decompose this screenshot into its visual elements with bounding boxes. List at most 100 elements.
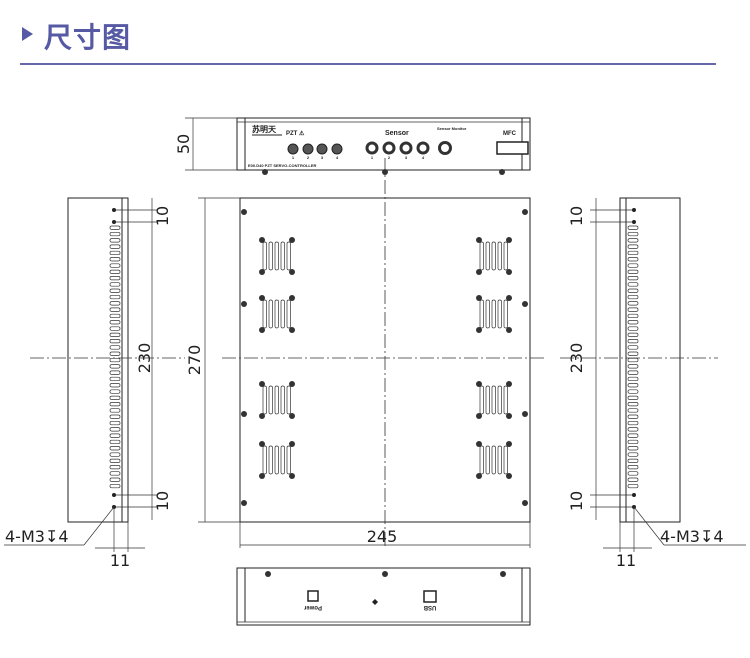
vent-slot <box>503 241 508 271</box>
vent-slot <box>627 483 639 489</box>
vent-slot <box>286 445 291 475</box>
vent-slot <box>268 241 273 271</box>
screw-icon <box>500 571 506 577</box>
vent-slot <box>485 299 490 329</box>
screw-icon <box>241 209 247 215</box>
vent-slot <box>627 301 639 306</box>
screw-icon <box>476 269 482 275</box>
vent-group <box>476 295 512 333</box>
power-socket-icon <box>307 590 319 602</box>
vent-slot <box>109 477 121 482</box>
vent-slot <box>627 420 639 426</box>
screw-icon <box>506 473 512 479</box>
vent-slot <box>627 376 639 382</box>
vent-slot <box>491 385 496 415</box>
vent-slot <box>491 299 496 329</box>
left-side-view: 10 230 10 4-M3↧4 11 <box>4 197 185 570</box>
vent-slot <box>627 282 639 287</box>
vent-slot <box>627 458 639 463</box>
screw-icon <box>522 301 528 307</box>
screw-icon <box>289 381 295 387</box>
vent-slot <box>109 465 121 470</box>
screw-icon <box>476 295 482 301</box>
pzt-connector <box>331 143 343 155</box>
dim-top-offset: 10 <box>153 206 172 226</box>
vent-slot <box>109 414 121 419</box>
vent-slot <box>109 269 121 274</box>
screw-icon <box>506 413 512 419</box>
vent-slot <box>497 241 502 271</box>
vent-slot <box>479 385 484 415</box>
vent-slot <box>627 263 639 268</box>
vent-group <box>476 441 512 479</box>
screw-icon <box>259 441 265 447</box>
screw-icon <box>506 237 512 243</box>
vent-slot <box>109 364 121 369</box>
vent-slot <box>268 385 273 415</box>
vent-slot <box>109 452 121 457</box>
port-number: 1 <box>371 155 374 160</box>
indicator-icon <box>372 599 378 605</box>
vent-slot <box>627 402 639 407</box>
screw-icon <box>506 295 512 301</box>
vent-slot <box>627 452 639 457</box>
dim-bottom-offset: 10 <box>567 491 586 511</box>
vent-slot <box>503 385 508 415</box>
vent-slot <box>268 299 273 329</box>
dim-top-offset: 10 <box>567 206 586 226</box>
vent-slot <box>627 313 639 319</box>
screw-icon <box>289 441 295 447</box>
vent-group <box>476 237 512 275</box>
vent-slot <box>109 483 121 489</box>
vent-slot <box>503 299 508 329</box>
vent-slot <box>286 241 291 271</box>
vent-slot <box>627 439 639 445</box>
vent-slot <box>627 257 639 262</box>
vent-slot <box>627 276 639 281</box>
vent-slot <box>109 389 121 394</box>
vent-slot <box>274 445 279 475</box>
vent-slot <box>627 357 639 363</box>
vent-slot <box>109 307 121 312</box>
vent-slot <box>479 445 484 475</box>
vent-slot <box>503 445 508 475</box>
vent-slot <box>109 294 121 300</box>
screw-icon <box>259 473 265 479</box>
vent-slot <box>627 446 639 451</box>
screw-icon <box>259 327 265 333</box>
vent-slot <box>627 326 639 331</box>
vent-slot <box>627 383 639 388</box>
vent-slot <box>109 282 121 287</box>
pzt-connector <box>287 143 299 155</box>
vent-slot <box>627 465 639 470</box>
vent-slot <box>627 339 639 344</box>
vent-slot <box>627 395 639 400</box>
vent-slot <box>109 351 121 356</box>
screw-icon <box>259 295 265 301</box>
vent-slot <box>627 408 639 413</box>
mfc-connector <box>496 141 529 155</box>
screw-icon <box>289 327 295 333</box>
vent-slot <box>627 320 639 325</box>
thread-note: 4-M3↧4 <box>5 527 69 546</box>
vent-slot <box>109 244 121 249</box>
vent-slot <box>497 445 502 475</box>
vent-slot <box>109 276 121 281</box>
vent-slot <box>274 299 279 329</box>
vent-slot <box>109 345 121 350</box>
vent-slot <box>109 433 121 438</box>
top-plate-view: 270 245 <box>185 158 545 548</box>
vent-slot <box>280 385 285 415</box>
vent-slot <box>627 231 639 237</box>
vent-slot <box>479 299 484 329</box>
screw-icon <box>259 237 265 243</box>
vent-slot <box>109 402 121 407</box>
vent-slot <box>280 299 285 329</box>
screw-icon <box>241 301 247 307</box>
screw-icon <box>476 473 482 479</box>
vent-slot <box>497 299 502 329</box>
screw-icon <box>289 269 295 275</box>
vent-slot <box>627 244 639 249</box>
port-number: 3 <box>405 155 408 160</box>
